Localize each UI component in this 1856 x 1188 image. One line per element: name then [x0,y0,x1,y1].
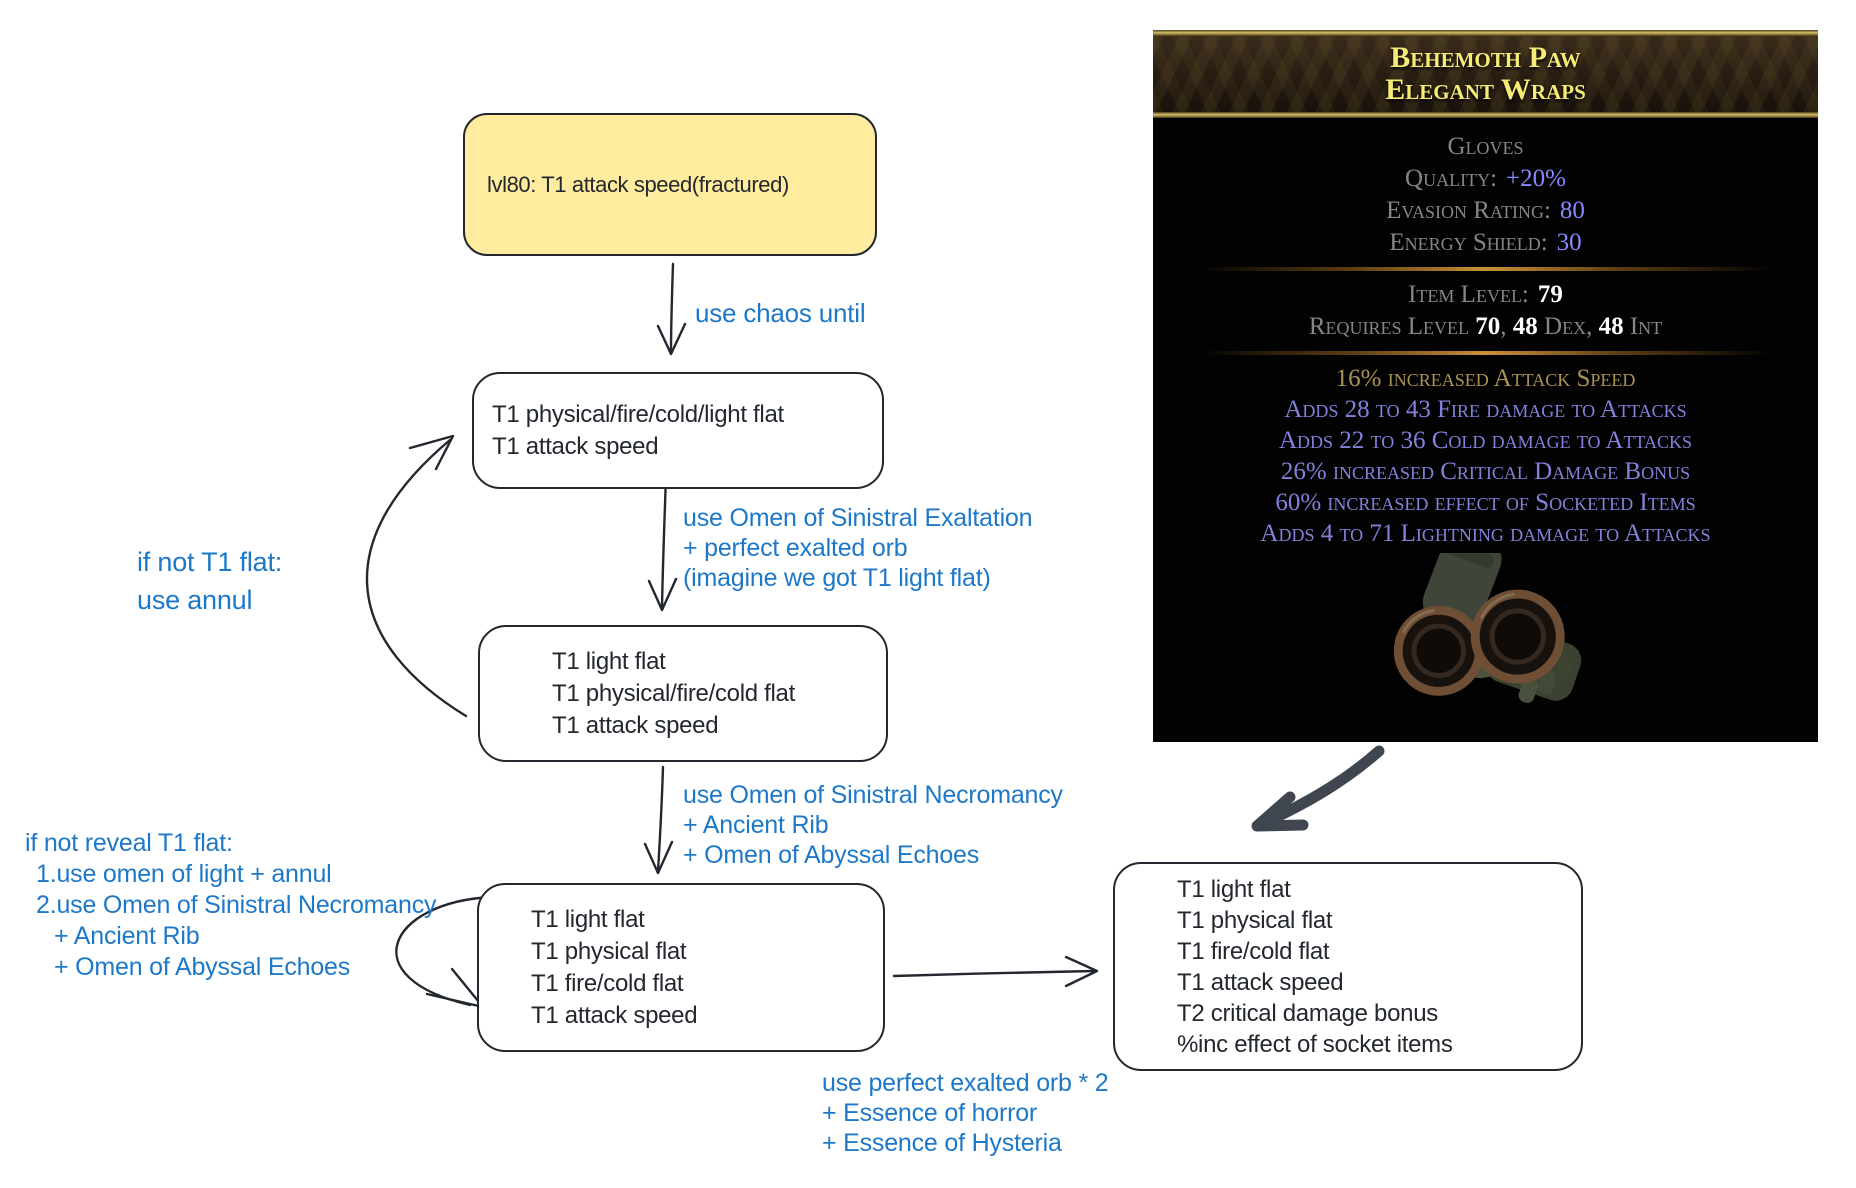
req-sep: , [1500,313,1513,340]
item-tooltip-header: Behemoth Paw Elegant Wraps [1153,30,1818,118]
item-category: Gloves [1447,133,1524,160]
item-level-label: Item Level: [1408,281,1529,308]
fractured-mod: 16% increased Attack Speed [1335,365,1636,392]
node-text: T2 critical damage bonus [1177,999,1438,1027]
item-level-row: Item Level: 79 [1153,279,1818,311]
arrow-necromancy [643,765,674,875]
note-line: use annul [137,585,253,615]
label-line: + Essence of horror [822,1099,1038,1127]
req-dex-value: 48 [1512,313,1538,340]
gloves-image [1393,553,1582,703]
item-name: Behemoth Paw [1390,41,1581,74]
note-if-not-t1-flat: if not T1 flat: use annul [137,543,282,619]
property-value: 30 [1556,229,1582,256]
node-text: T1 physical/fire/cold/light flat [492,400,784,428]
req-prefix: Requires Level [1308,313,1476,340]
mod-line: Adds 22 to 36 Cold damage to Attacks [1278,427,1693,454]
property-energy-shield: Energy Shield: 30 [1153,227,1818,259]
req-dex-label: Dex, [1537,313,1599,340]
property-quality: Quality: +20% [1153,163,1818,195]
node-text: T1 attack speed [1177,968,1344,996]
edge-label-essences: use perfect exalted orb * 2 + Essence of… [822,1068,1109,1158]
arrow-chaos [656,262,687,356]
flow-node-exalt-result: T1 light flat T1 physical/fire/cold flat… [478,625,888,762]
item-base-name: Elegant Wraps [1385,73,1586,106]
note-line: 1.use omen of light + annul [36,860,332,888]
node-text: T1 light flat [531,905,645,933]
requirements-row: Requires Level 70, 48 Dex, 48 Int [1153,311,1818,343]
item-tooltip-body: Gloves Quality: +20% Evasion Rating: 80 En… [1153,118,1818,721]
tooltip-pointer-arrow [1251,745,1385,832]
flow-node-necromancy-result: T1 light flat T1 physical flat T1 fire/c… [477,883,885,1052]
node-text: T1 fire/cold flat [1177,937,1330,965]
req-level: 70 [1475,313,1501,340]
node-text: T1 attack speed [552,711,719,739]
property-label: Quality: [1405,165,1498,192]
node-text: T1 attack speed [492,432,659,460]
edge-label-necromancy: use Omen of Sinistral Necromancy + Ancie… [683,780,1063,870]
arrow-to-final [892,955,1099,988]
property-label: Energy Shield: [1389,229,1548,256]
req-int-value: 48 [1598,313,1624,340]
edge-label-exaltation: use Omen of Sinistral Exaltation + perfe… [683,503,1033,593]
label-line: use Omen of Sinistral Necromancy [683,781,1063,809]
label-line: + Omen of Abyssal Echoes [683,841,980,869]
item-tooltip: Behemoth Paw Elegant Wraps Gloves Qualit… [1153,30,1818,742]
mod-line: Adds 4 to 71 Lightning damage to Attacks [1260,520,1711,547]
label-line: use perfect exalted orb * 2 [822,1069,1109,1097]
tooltip-separator [1187,267,1784,271]
property-value: 80 [1559,197,1585,224]
property-label: Evasion Rating: [1386,197,1551,224]
label-line: use Omen of Sinistral Exaltation [683,504,1033,532]
flow-node-start: lvl80: T1 attack speed(fractured) [463,113,877,256]
node-text: T1 physical flat [1177,906,1333,934]
mod-line: Adds 28 to 43 Fire damage to Attacks [1284,396,1687,423]
node-text: T1 physical flat [531,937,687,965]
flow-node-final-result: T1 light flat T1 physical flat T1 fire/c… [1113,862,1583,1071]
property-evasion: Evasion Rating: 80 [1153,195,1818,227]
note-line: if not T1 flat: [137,547,283,577]
node-text: lvl80: T1 attack speed(fractured) [487,171,789,197]
arrow-annul-loop [365,434,468,718]
tooltip-separator [1187,351,1784,355]
req-int-label: Int [1623,313,1663,340]
mod-line: 26% increased Critical Damage Bonus [1280,458,1691,485]
label-line: use chaos until [695,298,866,328]
property-value: +20% [1506,165,1566,192]
node-text: %inc effect of socket items [1177,1030,1453,1058]
node-text: T1 attack speed [531,1001,698,1029]
label-line: + perfect exalted orb [683,534,908,562]
note-line: 2.use Omen of Sinistral Necromancy [36,891,437,919]
node-text: T1 physical/fire/cold flat [552,679,795,707]
note-if-not-reveal-t1-flat: if not reveal T1 flat: 1.use omen of lig… [25,828,437,983]
item-level-value: 79 [1537,281,1563,308]
label-line: + Essence of Hysteria [822,1129,1062,1157]
note-line: if not reveal T1 flat: [25,829,233,857]
node-text: T1 fire/cold flat [531,969,684,997]
mod-line: 60% increased effect of Socketed Items [1275,489,1696,516]
note-line: + Omen of Abyssal Echoes [54,953,351,981]
flow-node-chaos-result: T1 physical/fire/cold/light flat T1 atta… [472,372,884,489]
label-line: + Ancient Rib [683,811,829,839]
edge-label-chaos: use chaos until [695,298,866,328]
node-text: T1 light flat [1177,875,1291,903]
node-text: T1 light flat [552,647,666,675]
label-line: (imagine we got T1 light flat) [683,564,991,592]
note-line: + Ancient Rib [54,922,200,950]
